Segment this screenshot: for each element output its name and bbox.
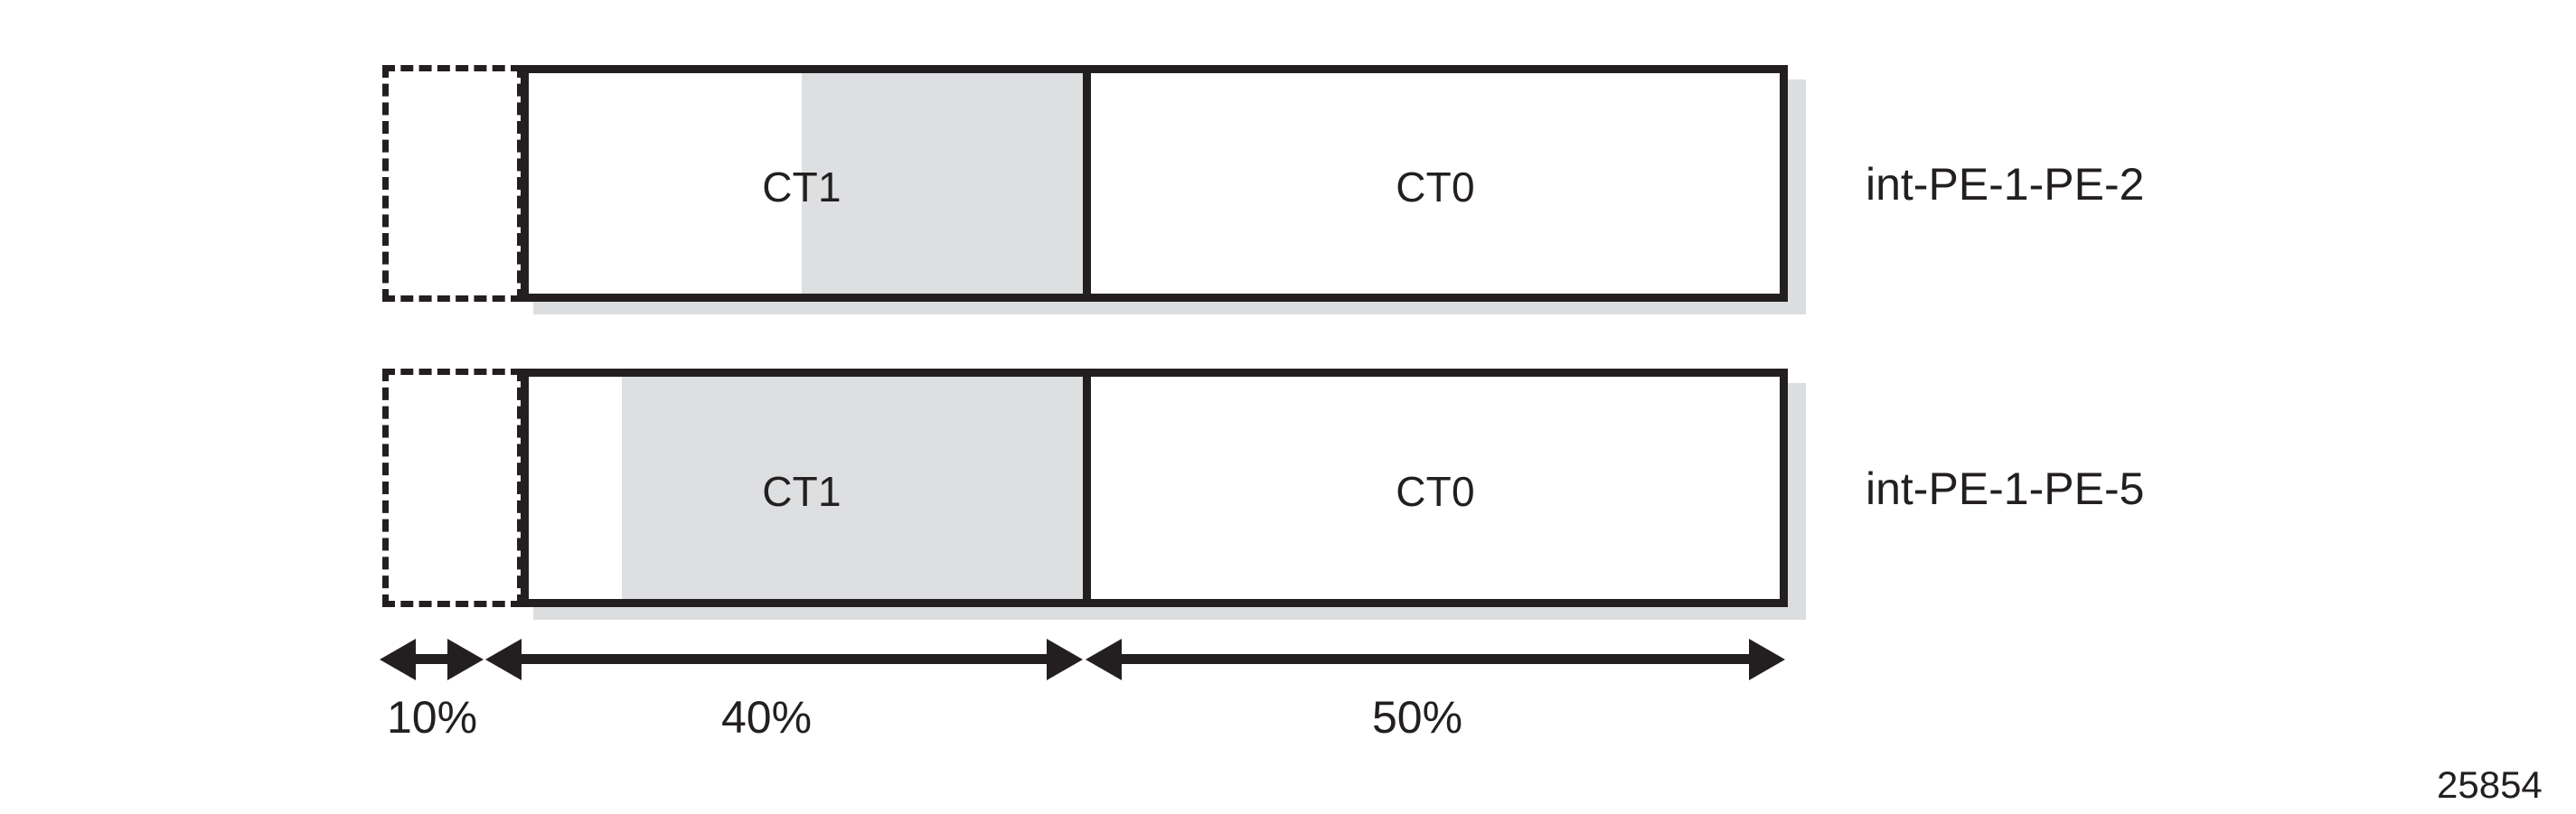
- ct1-ct0-divider-row-2: [1083, 376, 1091, 600]
- ct1-shaded-region-row-2: [622, 377, 1083, 599]
- segment-label-ct1-row-1: CT1: [762, 164, 841, 211]
- dimension-line-50: [1118, 654, 1751, 664]
- arrow-head-right-10: [447, 639, 484, 680]
- bandwidth-bar-row-2: [521, 369, 1788, 607]
- arrow-head-left-50: [1086, 639, 1122, 680]
- dimension-label-40: 40%: [720, 692, 813, 743]
- arrow-head-right-40: [1047, 639, 1083, 680]
- bandwidth-bar-row-1: [521, 65, 1788, 302]
- dimension-line-10: [412, 654, 452, 664]
- arrow-head-left-10: [380, 639, 416, 680]
- ct1-shaded-region-row-1: [802, 73, 1083, 294]
- segment-label-ct0-row-1: CT0: [1396, 164, 1475, 211]
- arrow-head-right-50: [1749, 639, 1785, 680]
- ct1-ct0-divider-row-1: [1083, 72, 1091, 295]
- row-label-2: int-PE-1-PE-5: [1866, 463, 2145, 514]
- figure-number: 25854: [2437, 763, 2543, 806]
- row-label-1: int-PE-1-PE-2: [1866, 159, 2145, 210]
- dimension-label-10: 10%: [386, 692, 478, 743]
- arrow-head-left-40: [485, 639, 522, 680]
- reserved-dashed-box-row-2: [382, 369, 523, 607]
- segment-label-ct0-row-2: CT0: [1396, 468, 1475, 515]
- reserved-dashed-box-row-1: [382, 65, 523, 302]
- segment-label-ct1-row-2: CT1: [762, 468, 841, 515]
- dimension-line-40: [518, 654, 1049, 664]
- dimension-label-50: 50%: [1371, 692, 1463, 743]
